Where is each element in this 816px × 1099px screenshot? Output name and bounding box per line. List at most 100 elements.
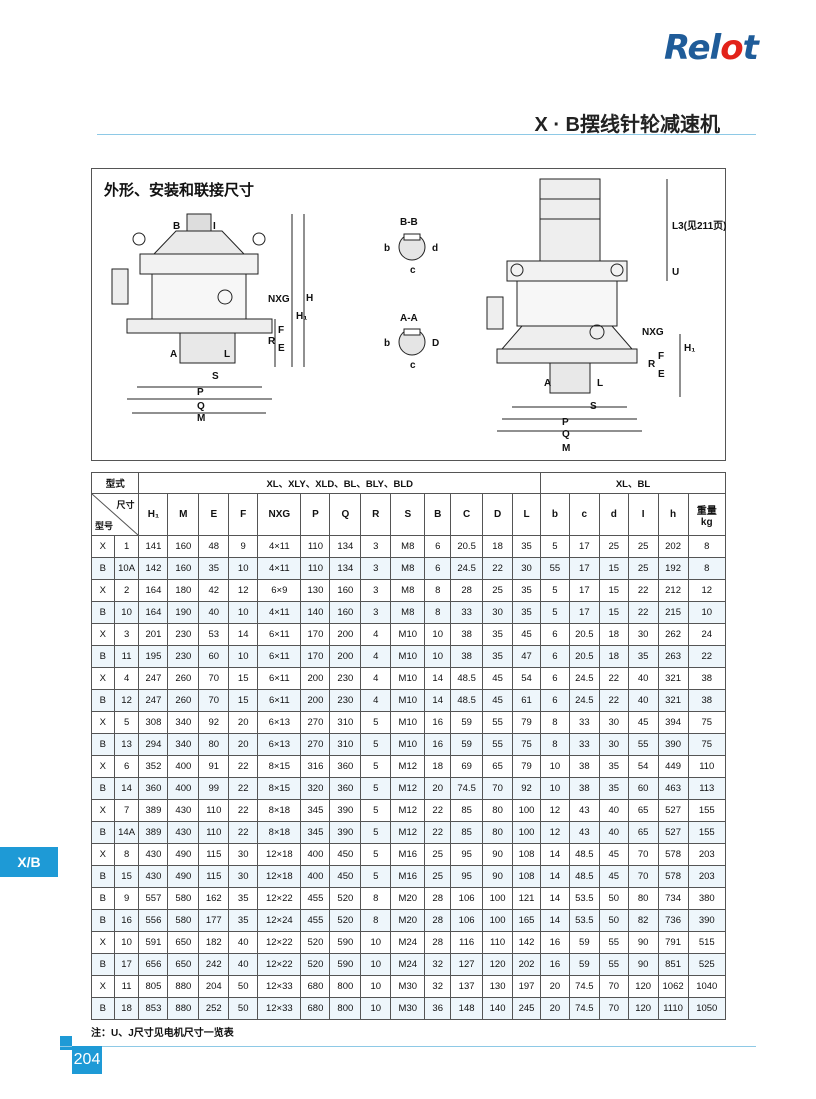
value-cell: 30 [482,601,514,624]
model-cell: 6 [113,755,140,778]
value-cell: 12×22 [257,931,302,954]
value-cell: 50 [228,975,259,998]
value-cell: M10 [390,689,426,712]
value-cell: 35 [598,777,629,800]
footer-divider [60,1046,756,1047]
value-cell: 8 [687,557,727,580]
model-cell: 4 [113,667,140,690]
value-cell: 6 [539,667,570,690]
type-cell: B [91,953,115,976]
value-cell: 252 [198,997,230,1020]
value-cell: 394 [657,711,689,734]
model-cell: 10A [113,557,140,580]
value-cell: 75 [687,711,727,734]
value-cell: 80 [482,821,514,844]
value-cell: 8 [539,711,570,734]
value-cell: 55 [598,931,629,954]
value-cell: 55 [627,733,659,756]
value-cell: 32 [424,953,452,976]
svg-text:D: D [432,338,439,349]
type-cell: X [91,975,115,998]
value-cell: 25 [627,535,659,558]
value-cell: 60 [198,645,230,668]
type-cell: X [91,667,115,690]
svg-text:R: R [268,336,276,347]
type-cell: B [91,601,115,624]
value-cell: 35 [482,623,514,646]
value-cell: 6×11 [257,645,302,668]
type-cell: B [91,777,115,800]
value-cell: 380 [687,887,727,910]
svg-text:d: d [432,243,438,254]
value-cell: 15 [598,579,629,602]
group1-header: XL、XLY、XLD、BL、BLY、BLD [138,472,541,494]
value-cell: 6 [424,535,452,558]
value-cell: 24.5 [568,689,600,712]
svg-text:E: E [278,343,285,354]
value-cell: 14 [539,909,570,932]
value-cell: 520 [300,931,331,954]
value-cell: 320 [300,777,331,800]
value-cell: 120 [482,953,514,976]
value-cell: 430 [167,799,200,822]
value-cell: 162 [198,887,230,910]
value-cell: 340 [167,733,200,756]
value-cell: 38 [568,777,600,800]
value-cell: 5 [360,755,392,778]
type-cell: B [91,887,115,910]
value-cell: 580 [167,909,200,932]
value-cell: M10 [390,733,426,756]
value-cell: 230 [167,623,200,646]
value-cell: 242 [198,953,230,976]
value-cell: 170 [300,623,331,646]
value-cell: 490 [167,865,200,888]
value-cell: 134 [329,557,362,580]
value-cell: 18 [598,623,629,646]
value-cell: M12 [390,821,426,844]
value-cell: M30 [390,975,426,998]
value-cell: 22 [598,667,629,690]
value-cell: 650 [167,953,200,976]
type-cell: B [91,733,115,756]
value-cell: 155 [687,799,727,822]
value-cell: 92 [512,777,541,800]
type-cell: B [91,645,115,668]
value-cell: 95 [450,843,484,866]
value-cell: 12×22 [257,887,302,910]
value-cell: 201 [138,623,169,646]
col-header: B [424,493,452,536]
value-cell: 455 [300,887,331,910]
value-cell: 22 [424,799,452,822]
col-header: D [482,493,514,536]
value-cell: M8 [390,601,426,624]
model-cell: 10 [113,601,140,624]
value-cell: 17 [568,557,600,580]
value-cell: 38 [450,623,484,646]
value-cell: 160 [167,557,200,580]
value-cell: 430 [167,821,200,844]
col-header: P [300,493,331,536]
value-cell: 520 [300,953,331,976]
value-cell: 557 [138,887,169,910]
value-cell: 8 [539,733,570,756]
value-cell: 590 [329,931,362,954]
value-cell: 55 [482,733,514,756]
value-cell: 25 [598,535,629,558]
value-cell: 200 [329,645,362,668]
value-cell: 260 [167,667,200,690]
svg-text:L: L [597,378,603,389]
value-cell: 12 [539,821,570,844]
value-cell: 142 [138,557,169,580]
value-cell: 130 [482,975,514,998]
svg-text:H₁: H₁ [684,343,695,354]
value-cell: 90 [482,865,514,888]
value-cell: 12×24 [257,909,302,932]
value-cell: 92 [198,711,230,734]
model-cell: 8 [113,843,140,866]
